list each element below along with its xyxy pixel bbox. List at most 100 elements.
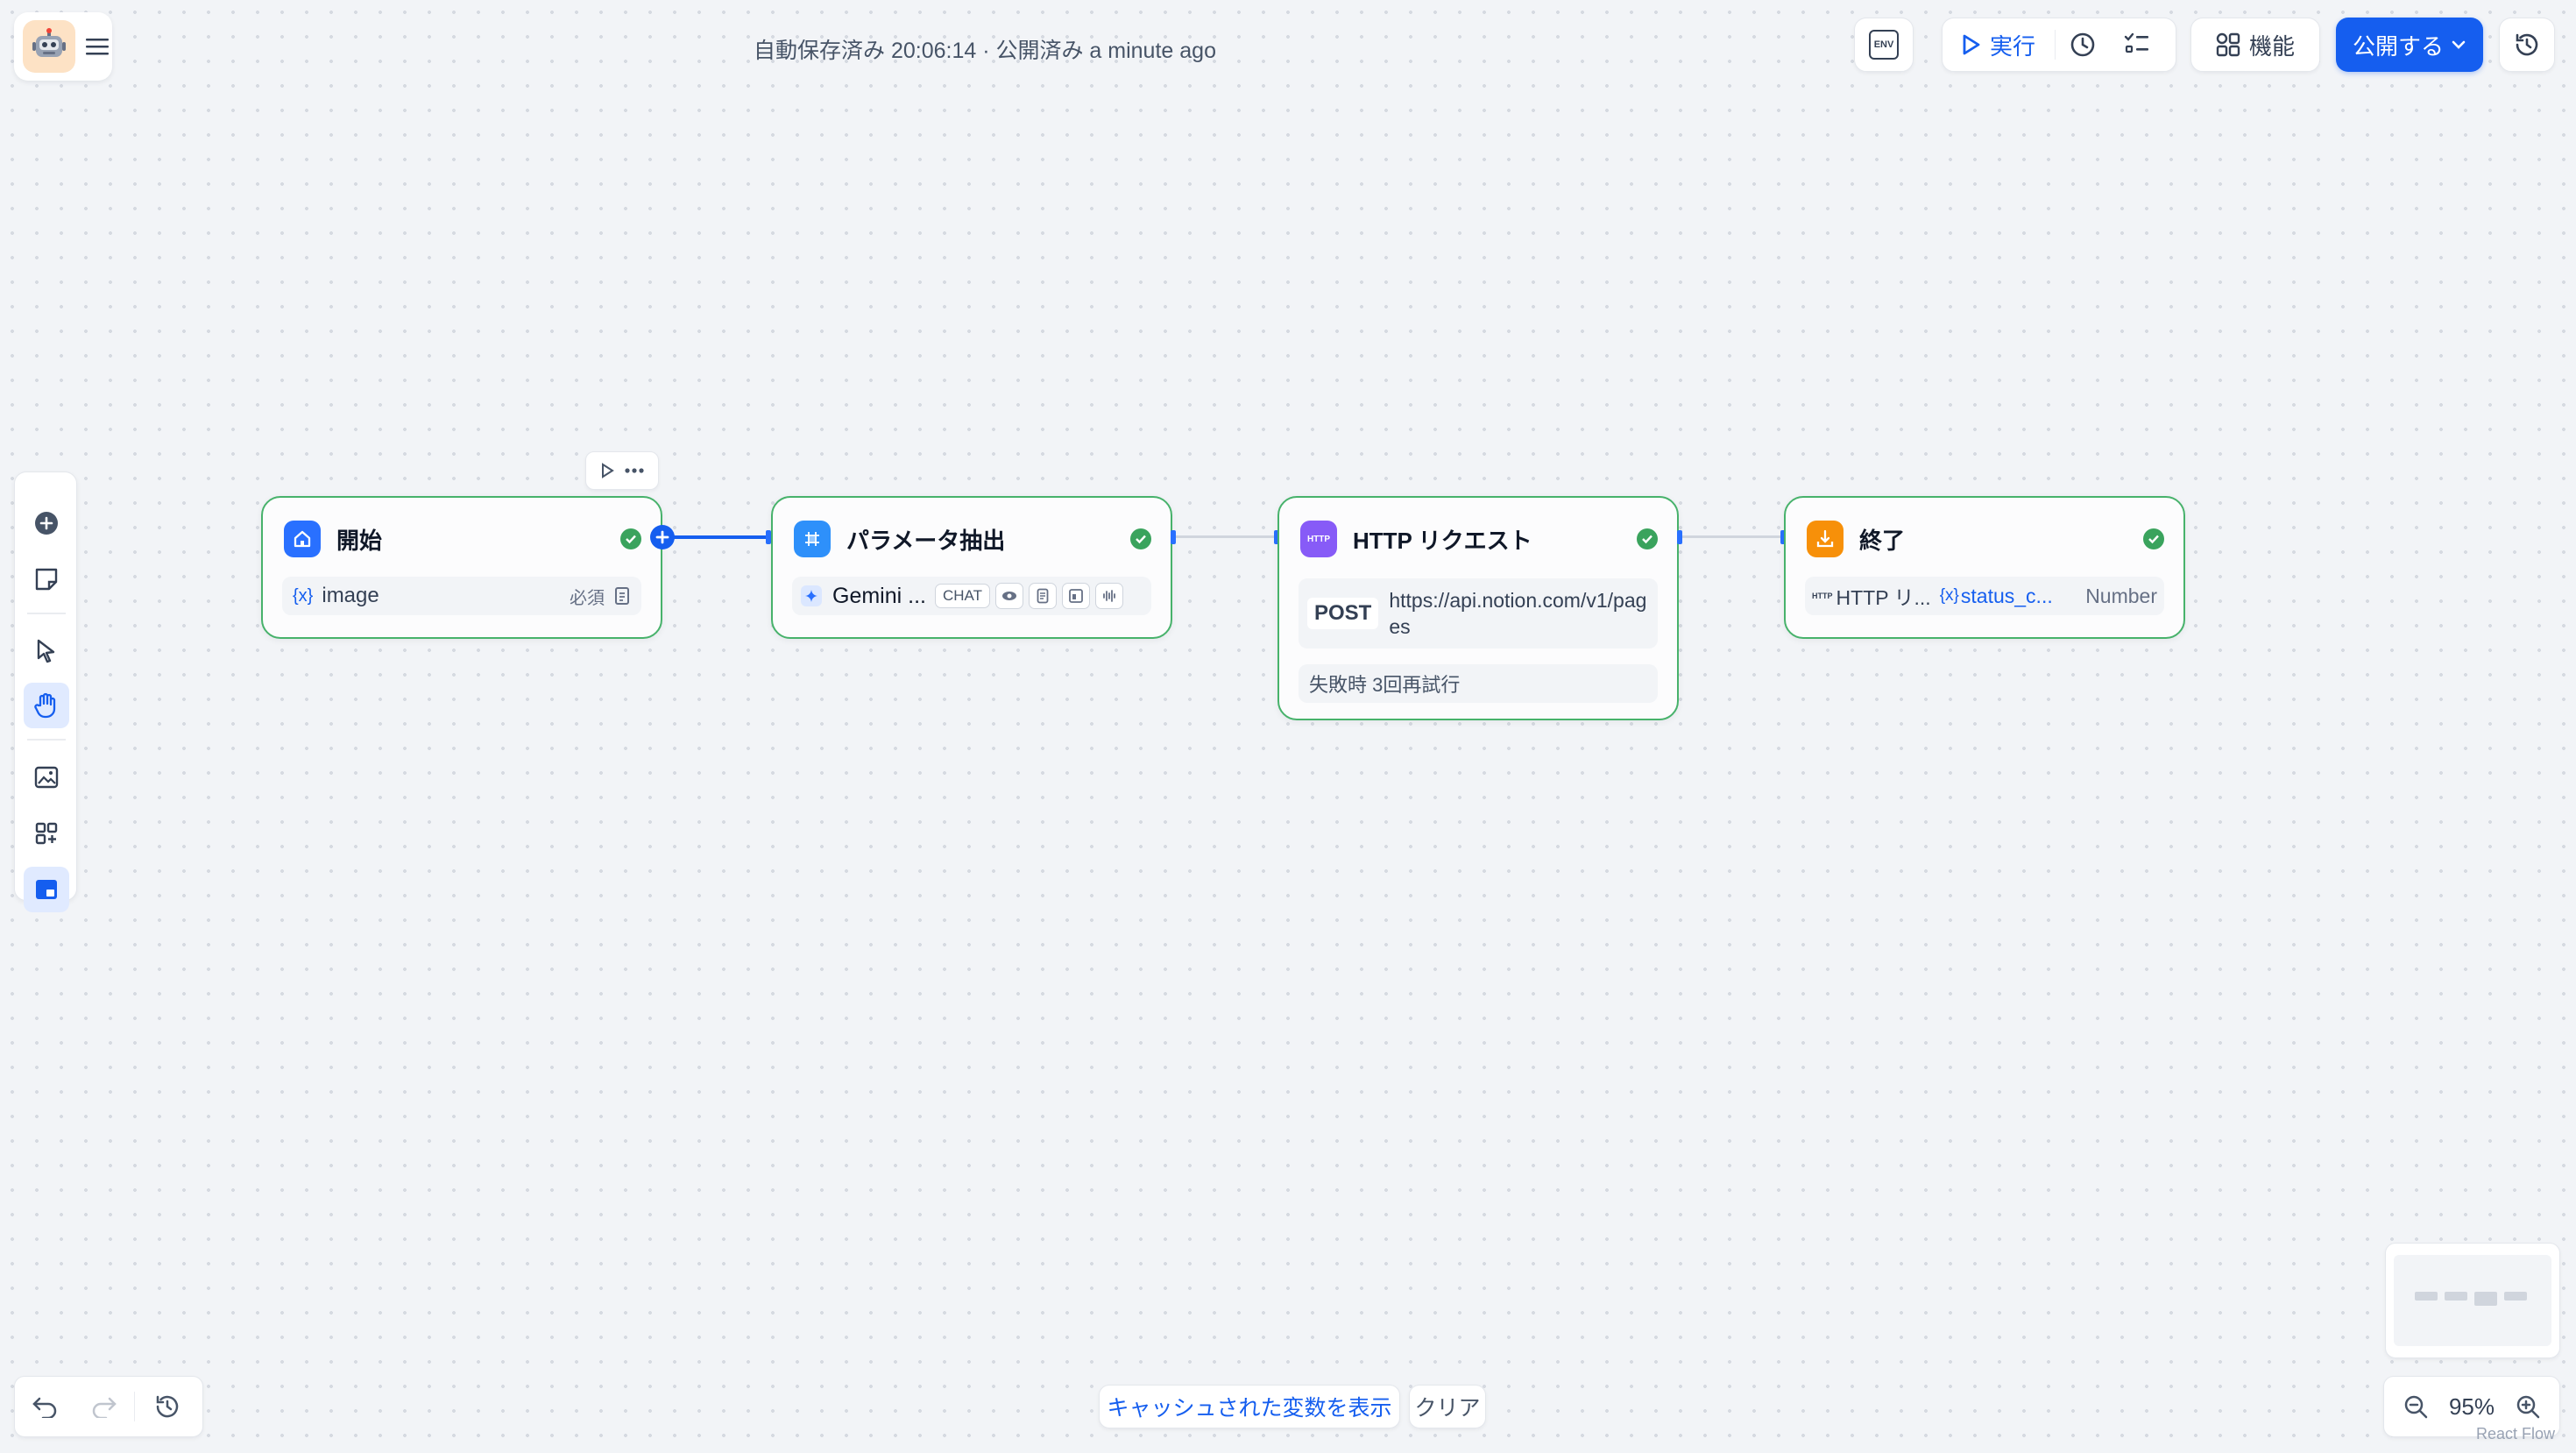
clear-cache-button[interactable]: クリア xyxy=(1409,1385,1486,1428)
audio-icon xyxy=(1095,583,1123,609)
zoom-level[interactable]: 95% xyxy=(2448,1393,2495,1420)
required-label: 必須 xyxy=(570,588,605,608)
end-flag-icon xyxy=(1807,521,1844,557)
success-check-icon xyxy=(2143,528,2164,549)
variable-name: image xyxy=(322,584,379,607)
node-end[interactable]: 終了 HTTP HTTP リ... {x} status_c... Number xyxy=(1784,496,2185,639)
output-variable-name: status_c... xyxy=(1960,584,2053,607)
autosave-status: 自動保存済み 20:06:14 · 公開済み a minute ago xyxy=(754,39,1216,63)
document-icon xyxy=(1029,583,1057,609)
add-node-button[interactable] xyxy=(24,500,69,546)
run-button[interactable]: 実行 xyxy=(1943,18,2055,71)
run-label: 実行 xyxy=(1990,32,2036,60)
publish-label: 公開する xyxy=(2352,32,2444,60)
minimap-icon xyxy=(36,880,57,899)
node-action-bar xyxy=(585,451,659,490)
extract-source-handle[interactable] xyxy=(1171,530,1176,544)
node-header: 開始 xyxy=(284,521,382,557)
play-icon xyxy=(1963,34,1980,55)
hamburger-menu-icon[interactable] xyxy=(86,37,109,56)
http-source-icon: HTTP xyxy=(1812,592,1833,600)
add-note-button[interactable] xyxy=(24,556,69,602)
zoom-in-icon[interactable] xyxy=(2515,1393,2541,1420)
edge-start-extract xyxy=(666,535,771,539)
features-button[interactable]: 機能 xyxy=(2190,18,2320,72)
http-source-handle[interactable] xyxy=(1677,530,1682,544)
retry-row: 失敗時 3回再試行 xyxy=(1299,664,1658,703)
node-start[interactable]: 開始 {x} image 必須 xyxy=(261,496,662,639)
output-variable-type: Number xyxy=(2085,584,2157,607)
node-parameter-extractor[interactable]: パラメータ抽出 Gemini ... CHAT xyxy=(771,496,1172,639)
http-target-handle[interactable] xyxy=(1274,530,1279,544)
zoom-out-icon[interactable] xyxy=(2403,1393,2429,1420)
input-variable-row[interactable]: {x} image 必須 xyxy=(282,577,641,615)
minimap-toggle-button[interactable] xyxy=(24,867,69,912)
history-controls xyxy=(14,1376,203,1437)
request-row: POST https://api.notion.com/v1/pages xyxy=(1299,578,1658,649)
env-button[interactable]: ENV xyxy=(1854,18,1914,72)
organize-nodes-button[interactable] xyxy=(24,811,69,856)
node-header: パラメータ抽出 xyxy=(794,521,1005,557)
node-header: 終了 xyxy=(1807,521,1905,557)
success-check-icon xyxy=(1637,528,1658,549)
pointer-mode-button[interactable] xyxy=(24,628,69,674)
cursor-pointer-icon xyxy=(37,639,55,663)
more-horizontal-icon[interactable] xyxy=(625,468,644,473)
app-logo-menu[interactable] xyxy=(14,12,112,81)
http-icon: HTTP xyxy=(1300,521,1337,557)
node-http-request[interactable]: HTTP HTTP リクエスト POST https://api.notion.… xyxy=(1277,496,1679,720)
change-history-button[interactable] xyxy=(135,1377,200,1436)
output-variable-row[interactable]: HTTP HTTP リ... {x} status_c... Number xyxy=(1805,577,2164,615)
show-cached-vars-button[interactable]: キャッシュされた変数を表示 xyxy=(1099,1385,1400,1428)
hand-icon xyxy=(34,692,56,719)
layout-grid-icon xyxy=(35,822,58,845)
zoom-controls: 95% xyxy=(2383,1376,2560,1437)
node-title: 開始 xyxy=(336,527,383,554)
edge-http-end xyxy=(1681,535,1784,538)
chevron-down-icon xyxy=(2452,40,2466,49)
http-method-badge: POST xyxy=(1307,598,1379,629)
add-next-node-button[interactable] xyxy=(650,525,675,549)
redo-button[interactable] xyxy=(74,1377,134,1436)
plus-icon xyxy=(655,530,669,544)
end-target-handle[interactable] xyxy=(1780,530,1786,544)
react-flow-attribution[interactable]: React Flow xyxy=(2476,1425,2556,1442)
image-export-icon xyxy=(34,766,59,789)
publish-button[interactable]: 公開する xyxy=(2336,18,2483,72)
env-icon: ENV xyxy=(1869,30,1899,60)
export-image-button[interactable] xyxy=(24,755,69,800)
run-toolbar-group: 実行 xyxy=(1942,18,2176,72)
variable-icon: {x} xyxy=(1939,586,1959,605)
history-icon xyxy=(2516,33,2538,56)
minimap[interactable] xyxy=(2385,1243,2560,1358)
minimap-viewport xyxy=(2394,1255,2551,1346)
hand-mode-button[interactable] xyxy=(24,683,69,728)
checklist-icon xyxy=(2124,32,2149,53)
home-icon xyxy=(284,521,321,557)
node-header: HTTP HTTP リクエスト xyxy=(1300,521,1532,557)
node-title: HTTP リクエスト xyxy=(1353,527,1532,554)
video-icon xyxy=(1062,583,1090,609)
chat-mode-chip: CHAT xyxy=(934,584,990,608)
features-grid-icon xyxy=(2216,32,2240,57)
parameter-extract-icon xyxy=(794,521,831,557)
run-history-button[interactable] xyxy=(2056,18,2110,71)
extract-target-handle[interactable] xyxy=(766,530,771,544)
node-title: パラメータ抽出 xyxy=(846,527,1006,554)
canvas-toolbar xyxy=(14,471,77,912)
model-row[interactable]: Gemini ... CHAT xyxy=(792,577,1151,615)
vision-icon xyxy=(995,583,1023,609)
plus-circle-icon xyxy=(35,512,58,535)
version-history-button[interactable] xyxy=(2499,18,2555,72)
clock-history-icon xyxy=(2070,32,2095,57)
checklist-button[interactable] xyxy=(2110,18,2164,71)
undo-button[interactable] xyxy=(15,1377,74,1436)
success-check-icon xyxy=(620,528,641,549)
features-label: 機能 xyxy=(2248,32,2295,60)
node-title: 終了 xyxy=(1859,527,1906,554)
edge-extract-http xyxy=(1174,535,1277,538)
model-name: Gemini ... xyxy=(832,583,926,608)
run-node-play-icon[interactable] xyxy=(600,463,614,478)
redo-icon xyxy=(92,1397,117,1418)
gemini-model-icon xyxy=(801,585,822,606)
